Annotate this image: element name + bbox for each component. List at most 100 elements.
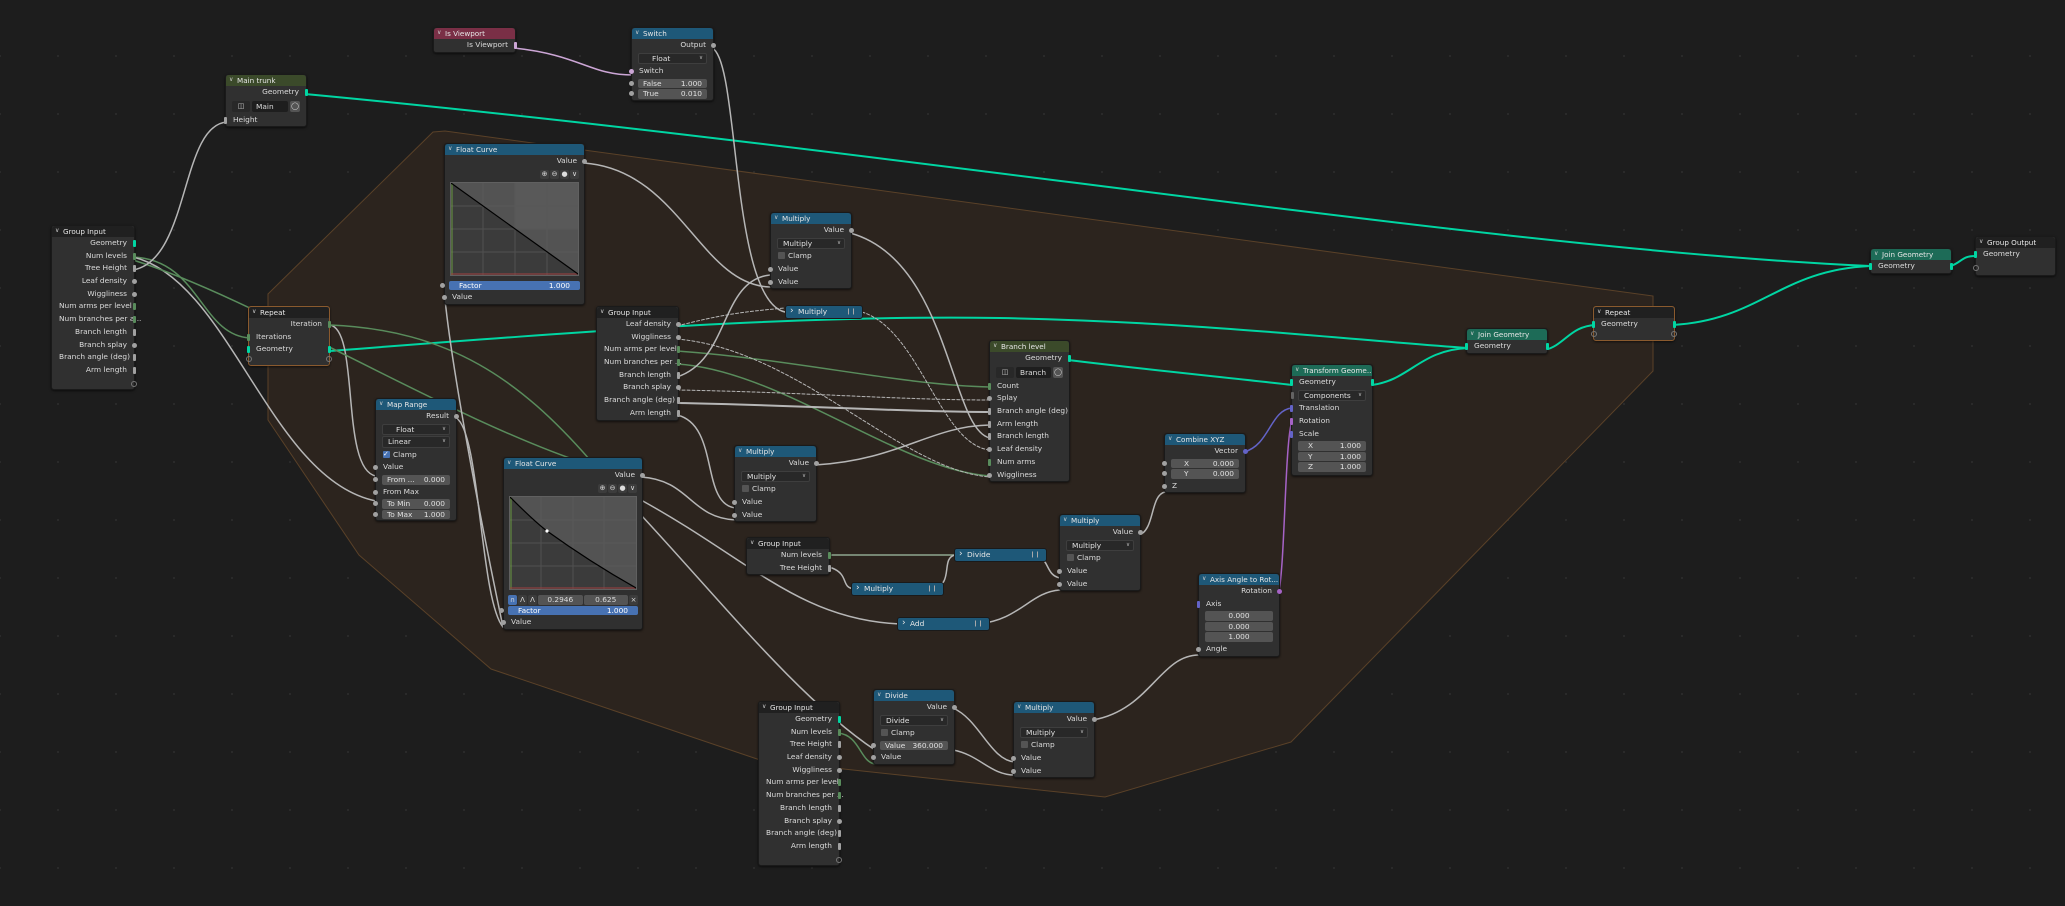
node-header[interactable]: Switch [632,28,713,39]
output-socket[interactable] [133,240,136,247]
node-header[interactable]: Map Range [376,399,456,410]
operation-dropdown[interactable]: Multiply [1020,726,1088,739]
output-socket[interactable] [133,366,136,374]
zoom-out-icon[interactable]: ⊖ [608,483,617,493]
node-branch-level[interactable]: Branch level Geometry ◫Branch l...◯ Coun… [987,340,1071,483]
output-socket[interactable] [838,741,841,749]
value-in-socket[interactable] [442,295,447,301]
from-min-field[interactable]: From ...0.000 [373,475,450,485]
input-socket[interactable] [988,458,991,466]
axis-y-field[interactable]: 0.000 [1205,621,1273,632]
boolean-socket[interactable] [514,42,517,49]
value-socket[interactable] [1057,568,1062,574]
output-socket[interactable] [133,316,136,324]
node-header[interactable]: Is Viewport [434,28,515,39]
node-header[interactable]: Float Curve [504,458,642,469]
clamp-checkbox[interactable]: Clamp [1060,552,1140,565]
z-socket[interactable] [1162,483,1167,489]
node-repeat-input[interactable]: Repeat Iteration Iterations Geometry [246,306,332,367]
output-socket[interactable] [838,830,841,838]
mode-dropdown[interactable]: Components [1291,389,1366,402]
value-socket[interactable] [1138,530,1143,535]
node-transform-geometry[interactable]: Transform Geome... Geometry Components T… [1290,364,1374,476]
handle-icon[interactable]: ● [618,483,627,493]
clamp-checkbox[interactable]: Clamp [735,483,816,496]
output-socket[interactable] [837,767,842,773]
axis-x-field[interactable]: 0.000 [1205,611,1273,621]
input-socket[interactable] [987,396,992,402]
chevron-down-icon[interactable]: ∨ [628,483,637,493]
output-socket[interactable] [677,409,680,417]
output-socket[interactable] [133,265,136,273]
axis-socket[interactable] [1197,600,1200,608]
angle-socket[interactable] [1196,646,1201,652]
output-socket[interactable] [838,842,841,850]
data-type-dropdown[interactable]: Float [382,423,450,436]
type-dropdown[interactable]: Float [638,52,707,65]
point-y-field[interactable]: 0.625 [583,594,628,605]
node-group-selector[interactable]: ◫Main tru...◯ [232,100,300,112]
node-header[interactable]: Combine XYZ [1165,434,1245,445]
output-socket[interactable] [711,43,716,48]
node-axis-angle-to-rotation[interactable]: Axis Angle to Rot... Rotation Axis 0.000… [1196,573,1282,657]
geometry-socket[interactable] [247,346,250,354]
node-header[interactable]: Transform Geome... [1292,365,1372,376]
node-header[interactable]: Repeat [1594,307,1674,318]
zoom-in-icon[interactable]: ⊕ [598,483,607,493]
output-socket[interactable] [838,804,841,812]
output-socket[interactable] [838,716,841,723]
add-socket[interactable] [1973,264,1979,271]
output-socket[interactable] [133,354,136,362]
input-socket[interactable] [988,408,991,416]
node-multiply[interactable]: Multiply Value Multiply Clamp Value Valu… [1057,514,1143,592]
geometry-out-socket[interactable] [1371,379,1374,386]
from-max-socket[interactable] [373,489,378,495]
output-socket[interactable] [828,552,831,559]
geometry-socket[interactable] [1869,263,1872,270]
node-header[interactable]: Repeat [249,307,329,318]
node-header[interactable]: Divide [874,690,954,701]
output-socket[interactable] [838,779,841,787]
output-socket[interactable] [838,792,841,800]
geometry-socket[interactable] [1465,343,1468,350]
node-join-geometry[interactable]: Join Geometry Geometry [1465,328,1549,354]
zoom-in-icon[interactable]: ⊕ [540,169,549,179]
output-socket[interactable] [133,328,136,336]
node-header[interactable]: Multiply [771,213,851,224]
output-socket[interactable] [828,564,831,572]
output-socket[interactable] [132,279,137,285]
node-header[interactable]: Multiply [1060,515,1140,526]
geometry-socket[interactable] [1592,321,1595,328]
value-socket[interactable] [768,279,773,285]
fake-user-shield-icon[interactable]: ◯ [1053,366,1063,378]
value-socket[interactable] [1011,755,1016,761]
value-socket[interactable] [768,266,773,272]
node-main-trunk[interactable]: Main trunk Geometry ◫Main tru...◯ Height [224,74,308,128]
output-socket[interactable] [837,755,842,761]
node-tree-icon[interactable]: ◫ [232,100,250,112]
node-repeat-output[interactable]: Repeat Geometry [1591,306,1677,341]
output-socket[interactable] [132,342,137,348]
vector-socket[interactable] [1243,449,1248,454]
value-socket[interactable] [1011,768,1016,774]
output-socket[interactable] [133,303,136,311]
translation-socket[interactable] [1290,405,1293,413]
output-socket[interactable] [676,322,681,327]
input-socket[interactable] [988,420,991,428]
output-socket[interactable] [132,291,137,297]
node-header[interactable]: Group Input [747,538,829,549]
value-socket[interactable] [582,159,587,164]
clamp-checkbox[interactable]: Clamp [376,448,456,462]
